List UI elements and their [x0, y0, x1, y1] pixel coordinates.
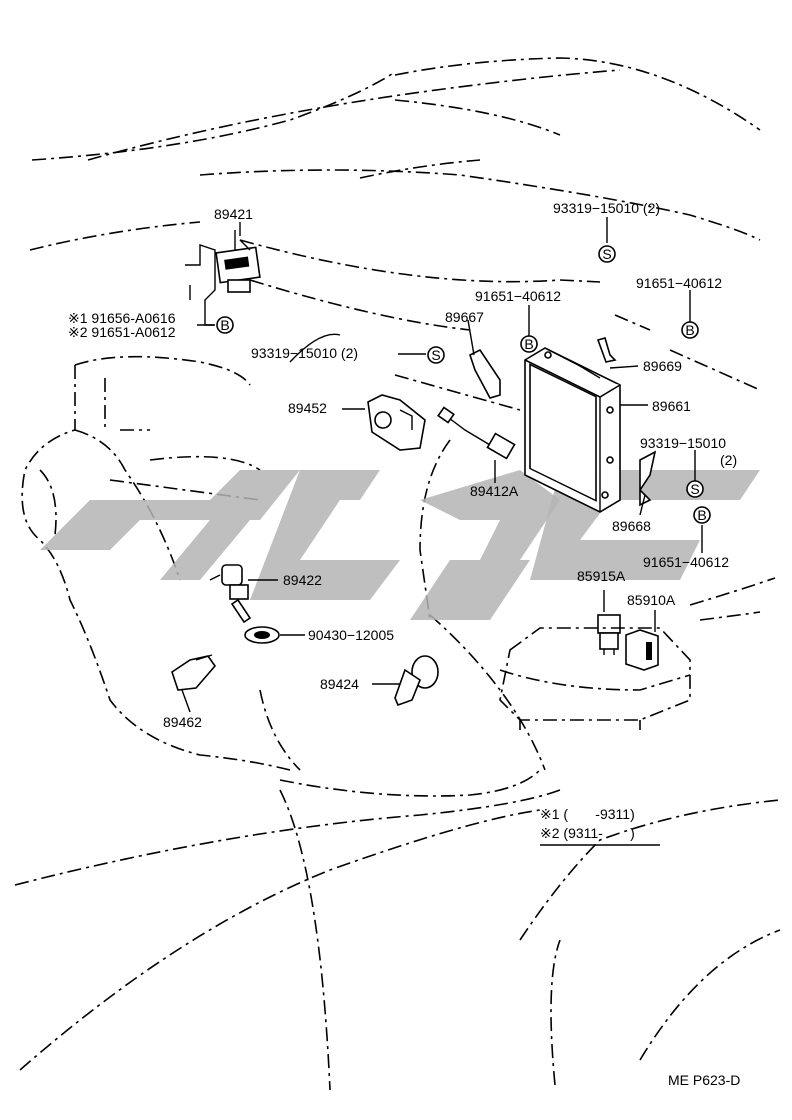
relay-85910A[interactable]: [625, 629, 659, 671]
label-90430[interactable]: 90430−12005: [308, 627, 394, 643]
relay-85915A[interactable]: [597, 614, 621, 655]
symbol-b-mid-label: B: [524, 336, 533, 352]
label-89412A[interactable]: 89412A: [470, 483, 519, 499]
bracket-89669[interactable]: [596, 337, 617, 363]
ecu-89661[interactable]: [524, 347, 621, 513]
vehicle-body-outline: [14, 57, 781, 1091]
sensor-89452[interactable]: [367, 394, 426, 451]
symbol-s-left: [427, 346, 445, 364]
sensor-89424[interactable]: [394, 655, 439, 707]
note-1: ※1 ( -9311): [540, 806, 635, 822]
label-note1-part[interactable]: ※1 91656-A0616: [68, 310, 176, 326]
label-89667[interactable]: 89667: [445, 309, 484, 325]
symbol-b-right-label: B: [685, 322, 694, 338]
symbol-b-bracket: [216, 316, 234, 334]
label-91651-top-right[interactable]: 91651−40612: [636, 275, 722, 291]
label-93319-left[interactable]: 93319−15010 (2): [251, 345, 358, 361]
bracket-89421[interactable]: [185, 230, 261, 326]
leader-lines: [181, 217, 703, 846]
label-85915A[interactable]: 85915A: [577, 568, 626, 584]
label-89661[interactable]: 89661: [652, 398, 691, 414]
label-91651-mid[interactable]: 91651−40612: [475, 288, 561, 304]
engine-outline: [21, 355, 546, 771]
fastener-symbols: S B B S B S B: [216, 245, 711, 524]
label-89421[interactable]: 89421: [214, 206, 253, 222]
label-85910A[interactable]: 85910A: [627, 592, 676, 608]
symbol-b-bracket-label: B: [220, 317, 229, 333]
connector-89412A[interactable]: [437, 406, 516, 460]
page-code: ME P623-D: [668, 1072, 740, 1088]
label-89422[interactable]: 89422: [283, 572, 322, 588]
label-89452[interactable]: 89452: [288, 400, 327, 416]
symbol-b-lower: [693, 506, 711, 524]
symbol-b-lower-label: B: [697, 507, 706, 523]
symbol-s-left-label: S: [431, 347, 440, 363]
symbol-s-right: [686, 480, 704, 498]
symbol-b-right: [681, 321, 699, 339]
label-93319-top[interactable]: 93319−15010 (2): [553, 200, 660, 216]
label-note2-part[interactable]: ※2 91651-A0612: [68, 324, 176, 340]
sensor-89462[interactable]: [171, 654, 217, 691]
symbol-s-right-label: S: [690, 481, 699, 497]
symbol-s-top: [598, 245, 616, 263]
symbol-b-mid: [520, 335, 538, 353]
bracket-89668[interactable]: [638, 450, 657, 507]
label-89668[interactable]: 89668: [612, 518, 651, 534]
label-93319-right-qty: (2): [720, 452, 737, 468]
symbol-s-top-label: S: [602, 246, 611, 262]
part-labels: 89421 93319−15010 (2) 91651−40612 91651−…: [68, 200, 737, 730]
label-91651-lower[interactable]: 91651−40612: [643, 554, 729, 570]
footnotes: ※1 ( -9311) ※2 (9311- ) ME P623-D: [540, 806, 740, 1088]
label-89669[interactable]: 89669: [643, 358, 682, 374]
sensor-89422[interactable]: [209, 564, 252, 624]
label-93319-right[interactable]: 93319−15010: [640, 435, 726, 451]
label-89462[interactable]: 89462: [163, 714, 202, 730]
relay-tray: [499, 627, 691, 730]
note-2: ※2 (9311- ): [540, 825, 635, 841]
label-89424[interactable]: 89424: [320, 676, 359, 692]
bracket-89667[interactable]: [469, 348, 501, 399]
gasket-90430[interactable]: [244, 626, 280, 644]
